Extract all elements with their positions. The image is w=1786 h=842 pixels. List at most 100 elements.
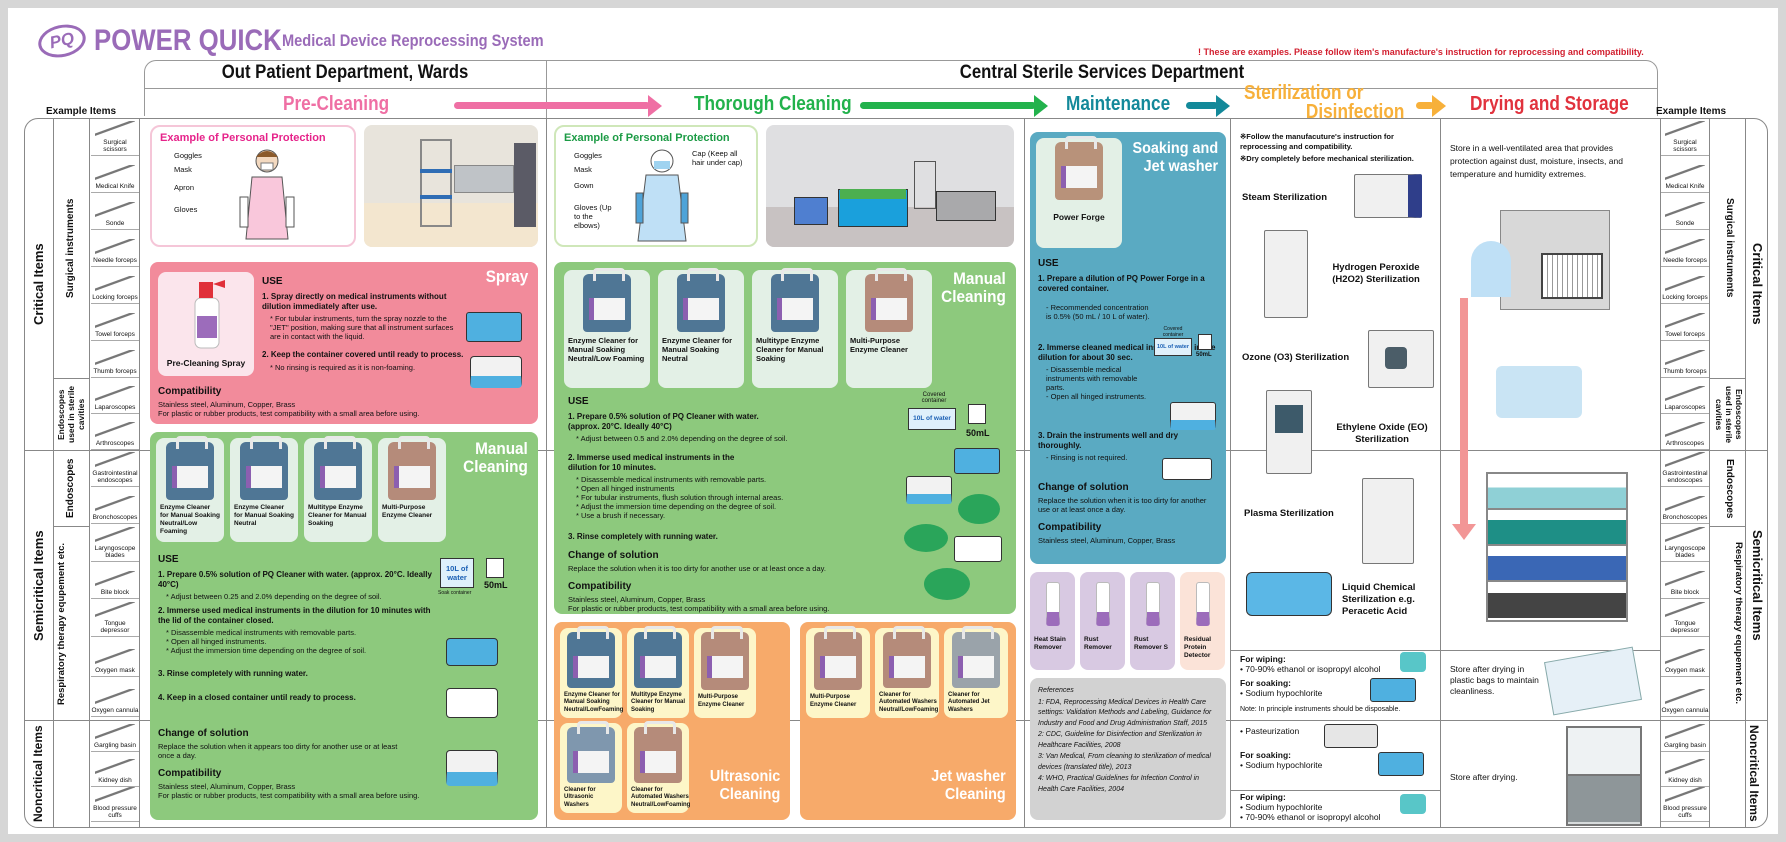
product-card: Cleaner for Automated Washers Neutral/Lo… [627, 721, 691, 813]
note: * Disassemble medical instruments with r… [166, 628, 357, 637]
instrument-icon [95, 602, 135, 618]
product-name: Multitype Enzyme Cleaner for Manual Soak… [756, 336, 824, 363]
ppe-thorough: Example of Personal Protection Goggles M… [554, 125, 758, 247]
example-item: Blood pressure cuffs [1661, 787, 1709, 822]
sub-endoscopes-left: Endoscopes [65, 458, 76, 519]
soak-basin-icon [1370, 678, 1416, 702]
product-name: Cleaner for Automated Jet Washers [948, 691, 990, 713]
ward-scene-image [364, 125, 538, 247]
class-noncritical-left: Noncritical Items [31, 725, 45, 822]
note: * For tubular instruments, flush solutio… [576, 493, 784, 502]
instrument-icon [95, 350, 135, 366]
product-name: Rust Remover [1084, 636, 1112, 651]
rack-icon [914, 161, 936, 209]
ppe-label-goggles: Goggles [174, 151, 202, 160]
pasteurizer-icon [1324, 724, 1378, 748]
phase-sterilization-line1: Sterilization or [1244, 82, 1364, 104]
instrument-icon [1665, 724, 1705, 740]
brand-title: POWER QUICK [94, 24, 282, 57]
cssd-scene-image [766, 125, 1014, 247]
note: * Open all hinged instruments [576, 484, 675, 493]
example-item: Sonde [91, 193, 139, 230]
tank-water [840, 189, 906, 199]
compat-text: Stainless steel, Aluminum, Copper, Brass [158, 782, 296, 791]
example-item: Arthroscopes [91, 414, 139, 450]
left-class-column [24, 118, 54, 828]
instrument-icon [95, 386, 135, 402]
product-card: Rust Remover [1080, 572, 1125, 670]
note: * No rinsing is required as it is non-fo… [270, 362, 416, 372]
compat-text: Stainless steel, Aluminum, Copper, Brass [1038, 536, 1176, 545]
product-name: Multi-Purpose Enzyme Cleaner [382, 504, 433, 519]
example-item-label: Blood pressure cuffs [1663, 805, 1707, 819]
sterilization-note: ※Follow the manufacuture's instruction f… [1240, 132, 1394, 151]
example-item: Needle forceps [91, 230, 139, 267]
soak-heading: For soaking: [1240, 750, 1292, 760]
instrument-icon [95, 313, 135, 329]
basin-icon [466, 312, 522, 342]
left-items-column [90, 118, 140, 828]
product-card: Enzyme Cleaner for Manual Soaking Neutra… [560, 626, 623, 718]
sub-endo-sterile-right: Endoscopes used in sterile cavities [1714, 385, 1744, 444]
product-row: Enzyme Cleaner for Manual Soaking Neutra… [564, 268, 932, 388]
example-item-label: Gastrointestinal endoscopes [92, 470, 138, 484]
reference-item: 2: CDC, Guideline for Disinfection and S… [1038, 731, 1202, 749]
note: - Open all hinged instruments. [1046, 392, 1147, 401]
rinse-hands-icon [924, 568, 970, 600]
product-card: Multitype Enzyme Cleaner for Manual Soak… [752, 268, 838, 388]
soak-basin-icon [1378, 752, 1424, 776]
subdivider [1710, 378, 1746, 379]
example-item: Kidney dish [1661, 752, 1709, 787]
jug-label [683, 298, 719, 320]
covered-container-icon [470, 356, 522, 388]
use-heading: USE [568, 396, 589, 407]
soak-container-label: Soak container [438, 590, 472, 596]
storage-shelf-icon [1486, 472, 1628, 622]
product-card: Enzyme Cleaner for Manual Soaking Neutra… [564, 268, 650, 388]
title-line: Manual [953, 269, 1006, 288]
example-item-label: Laryngoscope blades [94, 545, 136, 559]
references-panel: References 1: FDA, Reprocessing Medical … [1030, 678, 1226, 820]
instrument-icon [95, 689, 135, 705]
steam-sterilizer-icon [1354, 174, 1422, 218]
covered-label: Covered container [921, 392, 947, 404]
product-card: Cleaner for Automated Jet Washers [944, 626, 1008, 718]
class-semicritical-right: Semicritical Items [1750, 530, 1765, 641]
sub-endoscopes-right: Endoscopes [1724, 458, 1735, 519]
cart-icon [794, 197, 828, 225]
instrument-icon [1665, 602, 1705, 618]
product-name: Power Forge [1053, 212, 1105, 222]
product-card: Heat Stain Remover [1030, 572, 1075, 670]
example-item-label: Needle forceps [93, 257, 137, 264]
example-item-label: Surgical scissors [1673, 139, 1697, 153]
spray-panel: Spray Pre-Cleaning Spray USE 1. Spray di… [150, 262, 538, 424]
ppe-label-gloves: Gloves (Up to the elbows) [574, 203, 612, 230]
nurse-apron-icon [239, 149, 295, 240]
example-item-label: Locking forceps [92, 294, 138, 301]
left-subclass-column [54, 118, 90, 828]
instrument-icon [95, 452, 135, 468]
change-heading: Change of solution [568, 549, 659, 561]
work-table-icon [936, 191, 996, 221]
product-name: Cleaner for Automated Washers Neutral/Lo… [631, 786, 691, 808]
example-item: Oxygen cannula [1661, 677, 1709, 717]
example-item: Surgical scissors [91, 119, 139, 156]
example-item-label: Laryngoscope blades [1664, 545, 1706, 559]
instrument-icon [1665, 527, 1705, 543]
method-ozone: Ozone (O3) Sterilization [1242, 352, 1350, 363]
poster: PQ POWER QUICK Medical Device Reprocessi… [8, 8, 1778, 834]
phase-sterilization: Sterilization or Disinfection [1244, 82, 1404, 122]
jug-icon [388, 436, 436, 500]
step: 3. Drain the instruments well and dry th… [1038, 431, 1179, 450]
note: * Adjust the immersion time depending on… [166, 646, 367, 655]
glove-wipe-icon [1400, 652, 1426, 672]
example-item-label: Bronchoscopes [1662, 514, 1708, 521]
example-item: Locking forceps [91, 267, 139, 304]
sub-surgical-left: Surgical instruments [65, 198, 76, 298]
ozone-sterilizer-icon [1368, 330, 1434, 388]
product-card: Residual Protein Detector [1180, 572, 1225, 670]
shelf [1488, 510, 1626, 546]
arrow-1 [454, 102, 650, 109]
